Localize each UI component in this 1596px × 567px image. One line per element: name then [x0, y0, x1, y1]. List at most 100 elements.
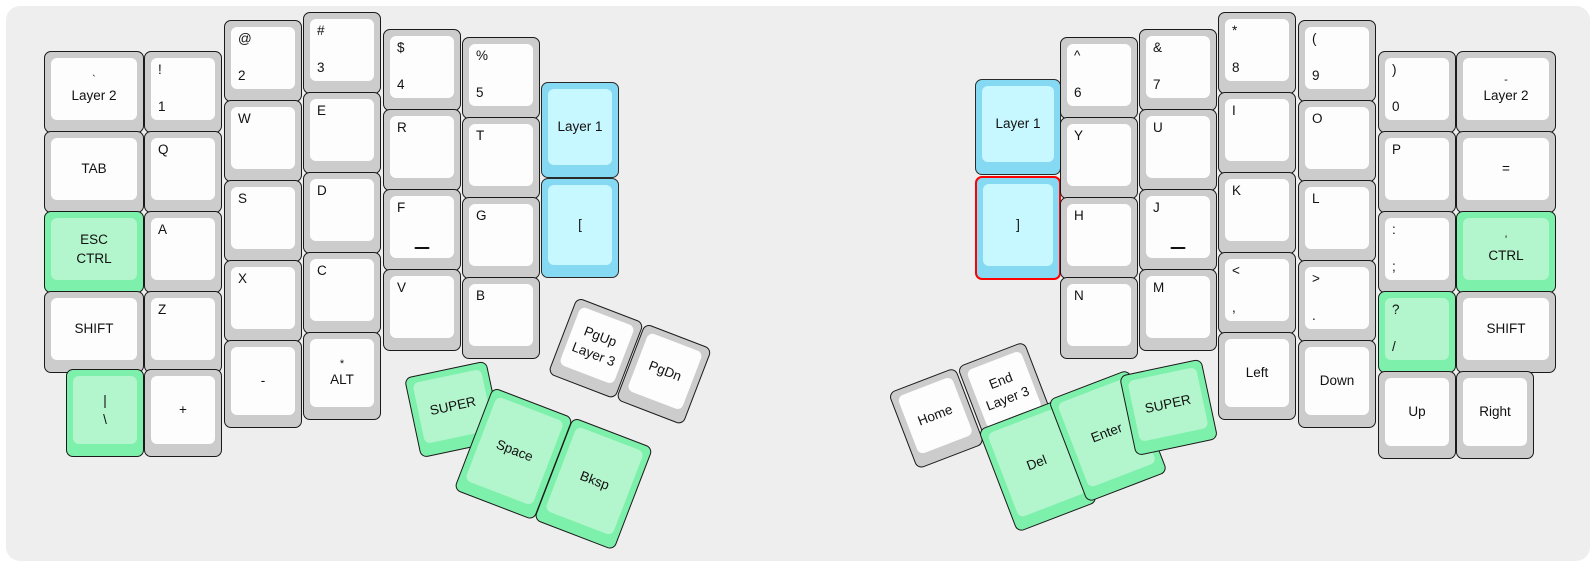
key-legend-bottom: , — [1232, 299, 1236, 315]
key-r-c6-r4[interactable]: SHIFT — [1456, 291, 1556, 373]
key-legend-main: Right — [1479, 404, 1511, 420]
keycap: R — [390, 116, 454, 178]
key-l-c7-r2[interactable]: [ — [541, 178, 619, 278]
key-r-c4-r3[interactable]: L — [1298, 180, 1376, 262]
key-r-c3-r2[interactable]: I — [1218, 92, 1296, 174]
key-r-c5-r1[interactable]: )0 — [1378, 51, 1456, 133]
keycap: O — [1305, 107, 1369, 169]
key-legend-shifted: * — [339, 357, 345, 370]
keycap: -Layer 2 — [1463, 58, 1549, 120]
keycap: Home — [897, 376, 974, 455]
keycap: SHIFT — [1463, 298, 1549, 360]
key-r-c5-r3[interactable]: :; — [1378, 211, 1456, 293]
key-legend-main: Layer 1 — [995, 116, 1041, 132]
key-l-c3-r4[interactable]: X — [224, 260, 302, 342]
key-l-c2-r3[interactable]: A — [144, 211, 222, 293]
key-l-c5-r4[interactable]: V — [383, 269, 461, 351]
key-l-c3-r2[interactable]: W — [224, 100, 302, 182]
key-legend-bottom: 9 — [1312, 67, 1320, 83]
key-r-c1-r2[interactable]: Y — [1060, 117, 1138, 199]
keycap: #3 — [310, 19, 374, 81]
keycap: F — [390, 196, 454, 258]
key-r-c0-r2[interactable]: ] — [975, 176, 1061, 280]
keycap: )0 — [1385, 58, 1449, 120]
key-r-c2-r2[interactable]: U — [1139, 109, 1217, 191]
key-l-c4-r3[interactable]: D — [303, 172, 381, 254]
key-legend-top: C — [317, 263, 327, 278]
key-r-c0-r1[interactable]: Layer 1 — [975, 79, 1061, 175]
key-legend-top: $ — [397, 40, 405, 55]
key-l-c4-r1[interactable]: #3 — [303, 12, 381, 94]
keycap: I — [1225, 99, 1289, 161]
keycap: *8 — [1225, 19, 1289, 81]
keycap: SUPER — [1127, 366, 1209, 443]
key-r-c6-r3[interactable]: 'CTRL — [1456, 211, 1556, 293]
key-l-c6-r1[interactable]: %5 — [462, 37, 540, 119]
key-r-c6-r5[interactable]: Right — [1456, 371, 1534, 459]
key-r-c6-r2[interactable]: = — [1456, 131, 1556, 213]
key-r-c4-r1[interactable]: (9 — [1298, 20, 1376, 102]
key-l-c5-r3[interactable]: F — [383, 189, 461, 271]
key-r-c3-r4[interactable]: <, — [1218, 252, 1296, 334]
key-l-c1-r4[interactable]: SHIFT — [44, 291, 144, 373]
key-legend-bottom: 7 — [1153, 76, 1161, 92]
key-l-c2-r5[interactable]: + — [144, 369, 222, 457]
key-l-c5-r1[interactable]: $4 — [383, 29, 461, 111]
key-l-c6-r2[interactable]: T — [462, 117, 540, 199]
key-l-c4-r2[interactable]: E — [303, 92, 381, 174]
key-l-c3-r3[interactable]: S — [224, 180, 302, 262]
key-l-c7-r1[interactable]: Layer 1 — [541, 82, 619, 178]
keycap: (9 — [1305, 27, 1369, 89]
key-r-c3-r1[interactable]: *8 — [1218, 12, 1296, 94]
key-legend-top: ( — [1312, 31, 1317, 46]
key-r-c3-r3[interactable]: K — [1218, 172, 1296, 254]
key-l-c6-r3[interactable]: G — [462, 197, 540, 279]
keycap: N — [1067, 284, 1131, 346]
key-legend-main: PgDn — [646, 358, 684, 385]
key-r-c1-r1[interactable]: ^6 — [1060, 37, 1138, 119]
key-l-c3-r5[interactable]: - — [224, 340, 302, 428]
key-r-c4-r5[interactable]: Down — [1298, 340, 1376, 428]
key-legend-main: SUPER — [428, 394, 478, 419]
key-r-c5-r2[interactable]: P — [1378, 131, 1456, 213]
key-l-c1-r5[interactable]: |\ — [66, 369, 144, 457]
key-legend-main: SUPER — [1143, 392, 1193, 417]
key-r-c2-r3[interactable]: J — [1139, 189, 1217, 271]
key-l-c2-r2[interactable]: Q — [144, 131, 222, 213]
key-r-c6-r1[interactable]: -Layer 2 — [1456, 51, 1556, 133]
key-legend-main: - — [260, 373, 266, 389]
key-legend-top: ? — [1392, 302, 1400, 317]
key-l-c1-r2[interactable]: TAB — [44, 131, 144, 213]
key-legend-main: Left — [1245, 365, 1269, 381]
key-l-c2-r1[interactable]: !1 — [144, 51, 222, 133]
key-legend-top: G — [476, 208, 487, 223]
key-r-c1-r4[interactable]: N — [1060, 277, 1138, 359]
key-r-c5-r5[interactable]: Up — [1378, 371, 1456, 459]
keycap: |\ — [73, 376, 137, 444]
key-l-c2-r4[interactable]: Z — [144, 291, 222, 373]
key-legend-bottom: 2 — [238, 67, 246, 83]
key-r-c2-r1[interactable]: &7 — [1139, 29, 1217, 111]
keycap: M — [1146, 276, 1210, 338]
key-l-c5-r2[interactable]: R — [383, 109, 461, 191]
key-legend-top: T — [476, 128, 485, 143]
key-r-c3-r5[interactable]: Left — [1218, 332, 1296, 420]
key-legend-shifted: ' — [1504, 233, 1508, 246]
key-legend-line2: CTRL — [76, 250, 112, 266]
key-l-c1-r1[interactable]: `Layer 2 — [44, 51, 144, 133]
key-l-c6-r4[interactable]: B — [462, 277, 540, 359]
keycap: !1 — [151, 58, 215, 120]
key-legend-top: & — [1153, 40, 1163, 55]
key-l-c4-r4[interactable]: C — [303, 252, 381, 334]
key-r-c4-r4[interactable]: >. — [1298, 260, 1376, 342]
key-r-c5-r4[interactable]: ?/ — [1378, 291, 1456, 373]
key-r-t-super[interactable]: SUPER — [1119, 358, 1219, 457]
key-legend-main: Layer 2 — [71, 87, 117, 103]
key-legend-main: [ — [578, 217, 582, 233]
key-l-c4-r5[interactable]: *ALT — [303, 332, 381, 420]
key-r-c2-r4[interactable]: M — [1139, 269, 1217, 351]
key-l-c3-r1[interactable]: @2 — [224, 20, 302, 102]
key-r-c4-r2[interactable]: O — [1298, 100, 1376, 182]
key-r-c1-r3[interactable]: H — [1060, 197, 1138, 279]
